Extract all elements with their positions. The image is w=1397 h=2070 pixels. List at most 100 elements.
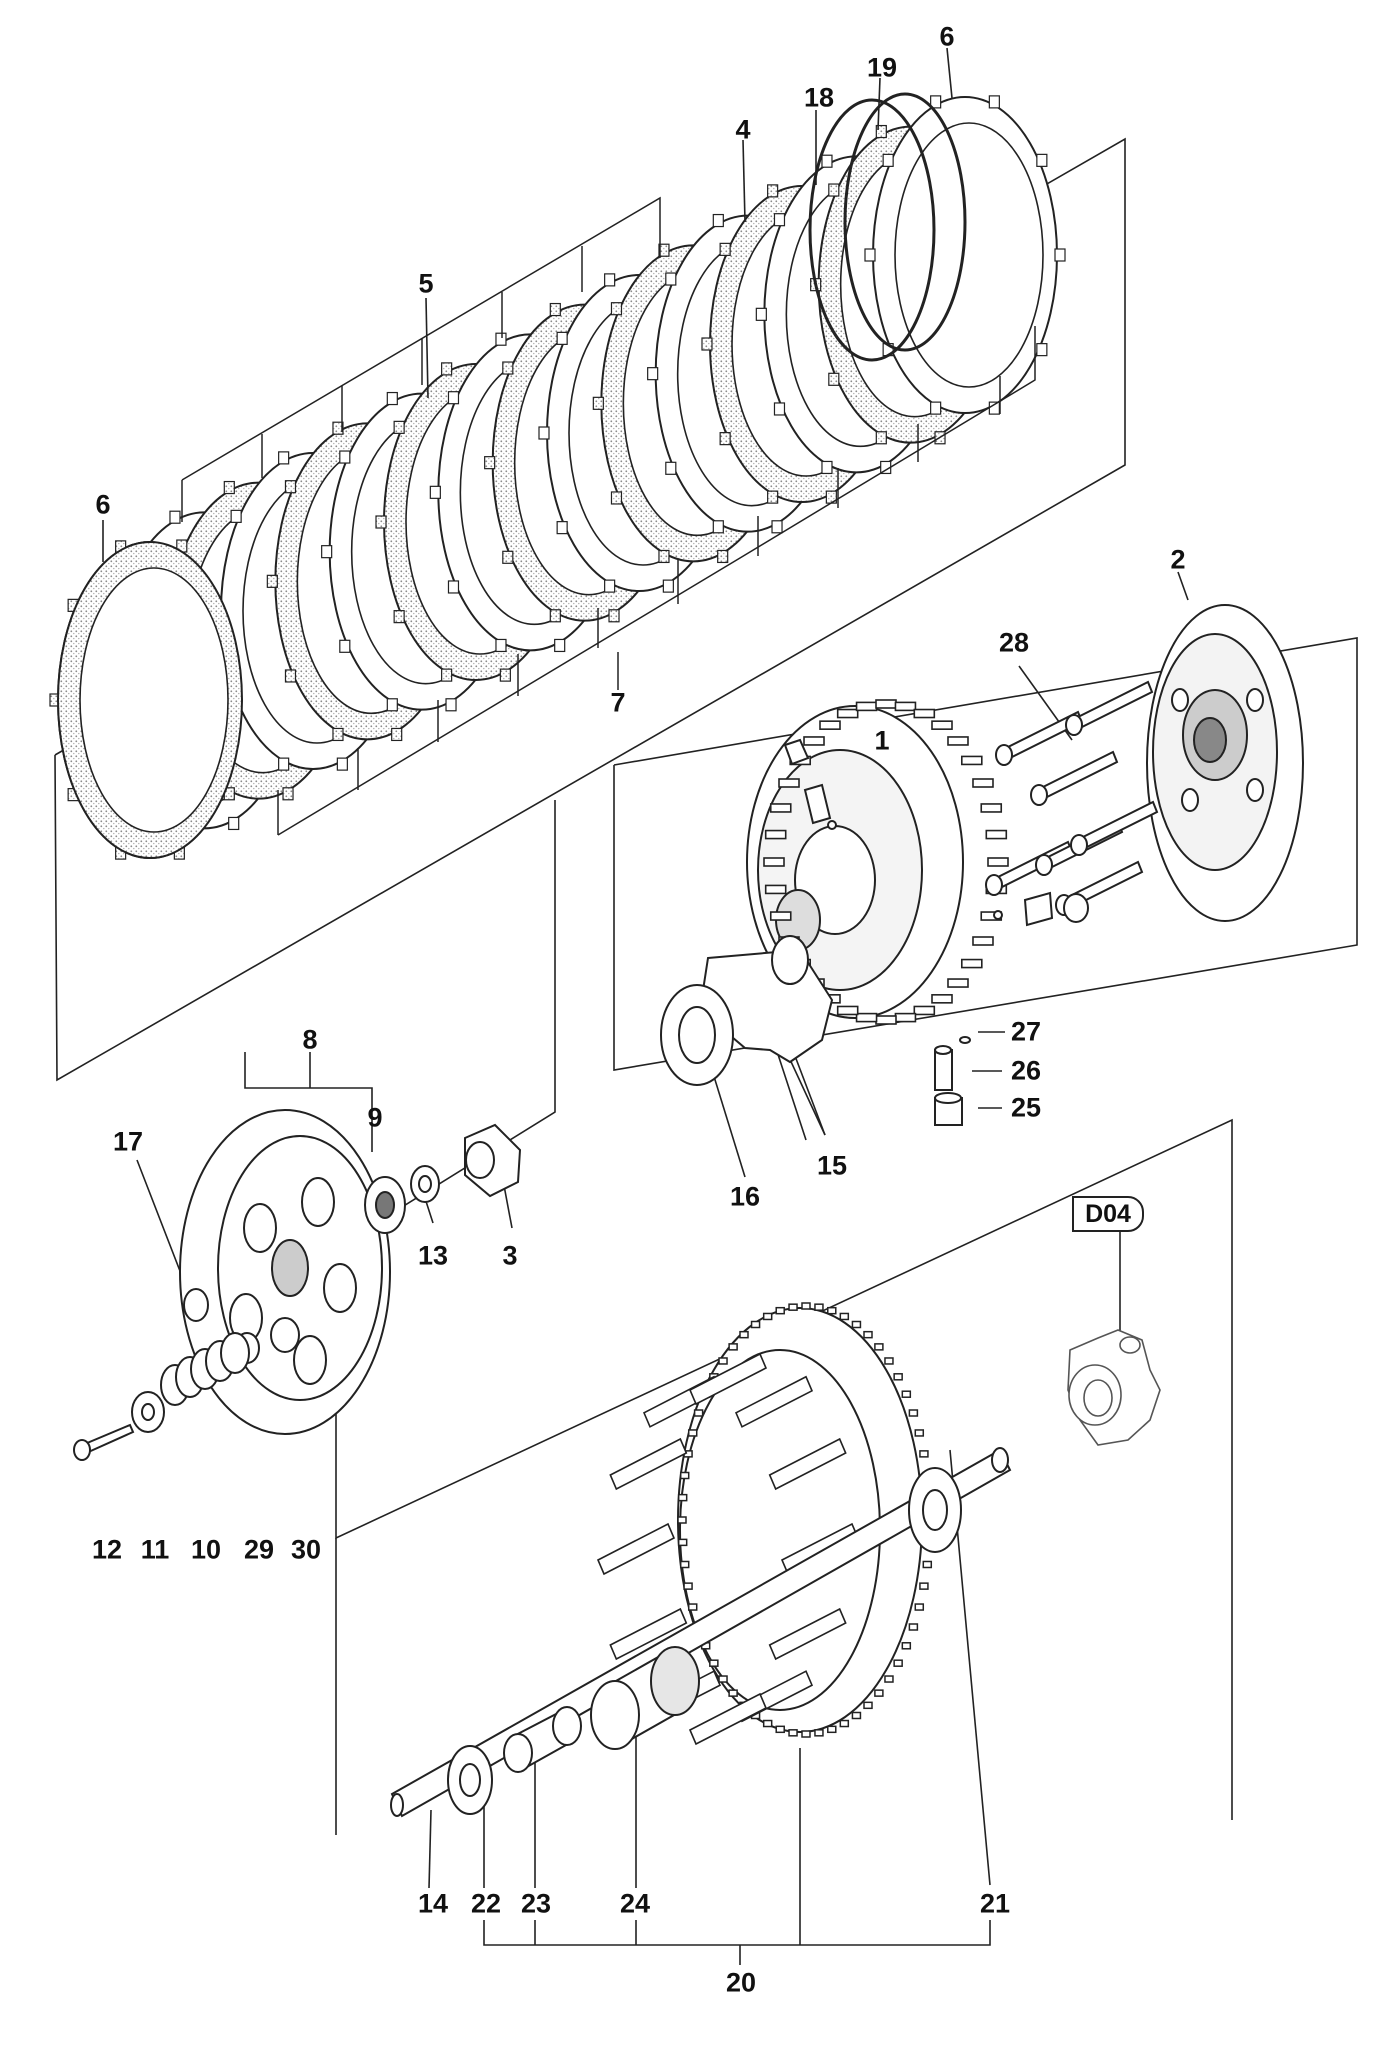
hub-tooth xyxy=(836,708,859,719)
ring-17-drawing xyxy=(183,1288,209,1322)
callout-20: 20 xyxy=(725,1967,757,1998)
disc-2-drawing xyxy=(1146,604,1304,922)
gear-tooth xyxy=(863,1330,873,1339)
hub-tooth xyxy=(894,1012,917,1023)
hub-tooth xyxy=(894,701,917,712)
callout-6b: 6 xyxy=(95,489,111,520)
gear-tooth xyxy=(762,1312,773,1321)
reference-tag-d04[interactable]: D04 xyxy=(1072,1196,1144,1232)
callout-13: 13 xyxy=(417,1240,449,1271)
gear-tooth xyxy=(914,1429,925,1437)
clutch-plate-stack xyxy=(49,92,1066,860)
hub-tooth xyxy=(985,829,1008,840)
gear-tooth xyxy=(775,1306,785,1315)
hub-guide-frame xyxy=(613,637,1358,1071)
hub-tooth xyxy=(855,1012,878,1023)
callout-7: 7 xyxy=(610,687,626,718)
bush-24-drawing xyxy=(590,1646,700,1750)
hub-tooth xyxy=(913,1005,936,1016)
gear-tooth xyxy=(788,1729,798,1737)
callout-8: 8 xyxy=(302,1024,318,1055)
gear-tooth xyxy=(908,1623,919,1631)
callout-12: 12 xyxy=(91,1534,123,1565)
gear-tooth xyxy=(827,1725,837,1734)
callout-19: 19 xyxy=(866,52,898,83)
callout-6a: 6 xyxy=(939,21,955,52)
gear-tooth xyxy=(919,1450,929,1458)
basket-finger xyxy=(688,1692,768,1746)
hub-tooth xyxy=(764,884,787,895)
gear-tooth xyxy=(914,1603,925,1611)
gear-tooth xyxy=(919,1582,929,1590)
gear-tooth xyxy=(679,1560,690,1569)
basket-finger xyxy=(609,1607,688,1661)
pressure-plate-drawing xyxy=(179,1109,391,1435)
gear-tooth xyxy=(814,1729,824,1737)
gear-tooth xyxy=(687,1603,698,1611)
gear-tooth xyxy=(683,1582,693,1590)
basket-finger xyxy=(734,1375,814,1428)
stud xyxy=(985,840,1074,896)
callout-3: 3 xyxy=(502,1240,518,1271)
hub-tooth xyxy=(972,778,994,788)
plate-bracket-lines xyxy=(181,196,1036,836)
hub-tooth xyxy=(972,936,994,946)
callout-18: 18 xyxy=(803,82,835,113)
hub-tooth xyxy=(803,736,825,746)
gear-tooth xyxy=(718,1675,728,1683)
spacer-13-drawing xyxy=(410,1165,440,1203)
callout-1: 1 xyxy=(874,725,890,756)
gear-tooth xyxy=(788,1303,798,1311)
studs-28-drawing xyxy=(985,680,1159,916)
nut-3-drawing xyxy=(464,1123,522,1198)
gear-tooth xyxy=(922,1560,933,1569)
hub-tooth xyxy=(875,1015,897,1025)
callout-17: 17 xyxy=(112,1126,144,1157)
gear-tooth xyxy=(901,1642,912,1650)
gear-tooth xyxy=(827,1306,837,1315)
small-parts-drawing xyxy=(783,738,1089,1126)
callout-26: 26 xyxy=(1010,1055,1042,1086)
hub-tooth xyxy=(763,857,785,867)
hub-tooth xyxy=(913,708,936,719)
callout-10: 10 xyxy=(190,1534,222,1565)
basket-finger xyxy=(609,1437,688,1491)
gear-tooth xyxy=(908,1409,919,1417)
callout-21: 21 xyxy=(979,1888,1011,1919)
gear-tooth xyxy=(851,1711,862,1720)
hub-tooth xyxy=(855,701,878,712)
ring-18 xyxy=(808,98,936,362)
gear-tooth xyxy=(677,1538,688,1547)
gear-tooth xyxy=(728,1343,738,1351)
gear-tooth xyxy=(839,1312,850,1321)
front-plate-6-inner xyxy=(79,567,229,833)
hub-tooth xyxy=(987,857,1009,867)
callout-24: 24 xyxy=(619,1888,651,1919)
gear-tooth xyxy=(801,1302,811,1310)
gear-tooth xyxy=(679,1471,690,1480)
gear-tooth xyxy=(901,1390,912,1398)
basket-finger xyxy=(596,1522,676,1576)
hub-tooth xyxy=(778,778,800,788)
hub-tooth xyxy=(931,720,953,730)
washer-21-drawing xyxy=(908,1467,962,1553)
callout-4: 4 xyxy=(735,114,751,145)
callout-27: 27 xyxy=(1010,1016,1042,1047)
callout-23: 23 xyxy=(520,1888,552,1919)
hub-tooth xyxy=(947,978,969,988)
gear-tooth xyxy=(884,1675,894,1683)
washer-22-drawing xyxy=(447,1745,493,1815)
basket-finger xyxy=(688,1352,768,1406)
basket-finger xyxy=(768,1607,847,1661)
callout-15: 15 xyxy=(816,1150,848,1181)
gear-tooth xyxy=(739,1330,749,1339)
screw-12-drawing xyxy=(73,1423,135,1461)
gear-tooth xyxy=(874,1689,884,1697)
callout-25: 25 xyxy=(1010,1092,1042,1123)
hub-tooth xyxy=(836,1005,859,1016)
gear-tooth xyxy=(718,1357,728,1365)
hub-tooth xyxy=(769,803,792,813)
gear-tooth xyxy=(814,1303,824,1311)
callout-29: 29 xyxy=(243,1534,275,1565)
